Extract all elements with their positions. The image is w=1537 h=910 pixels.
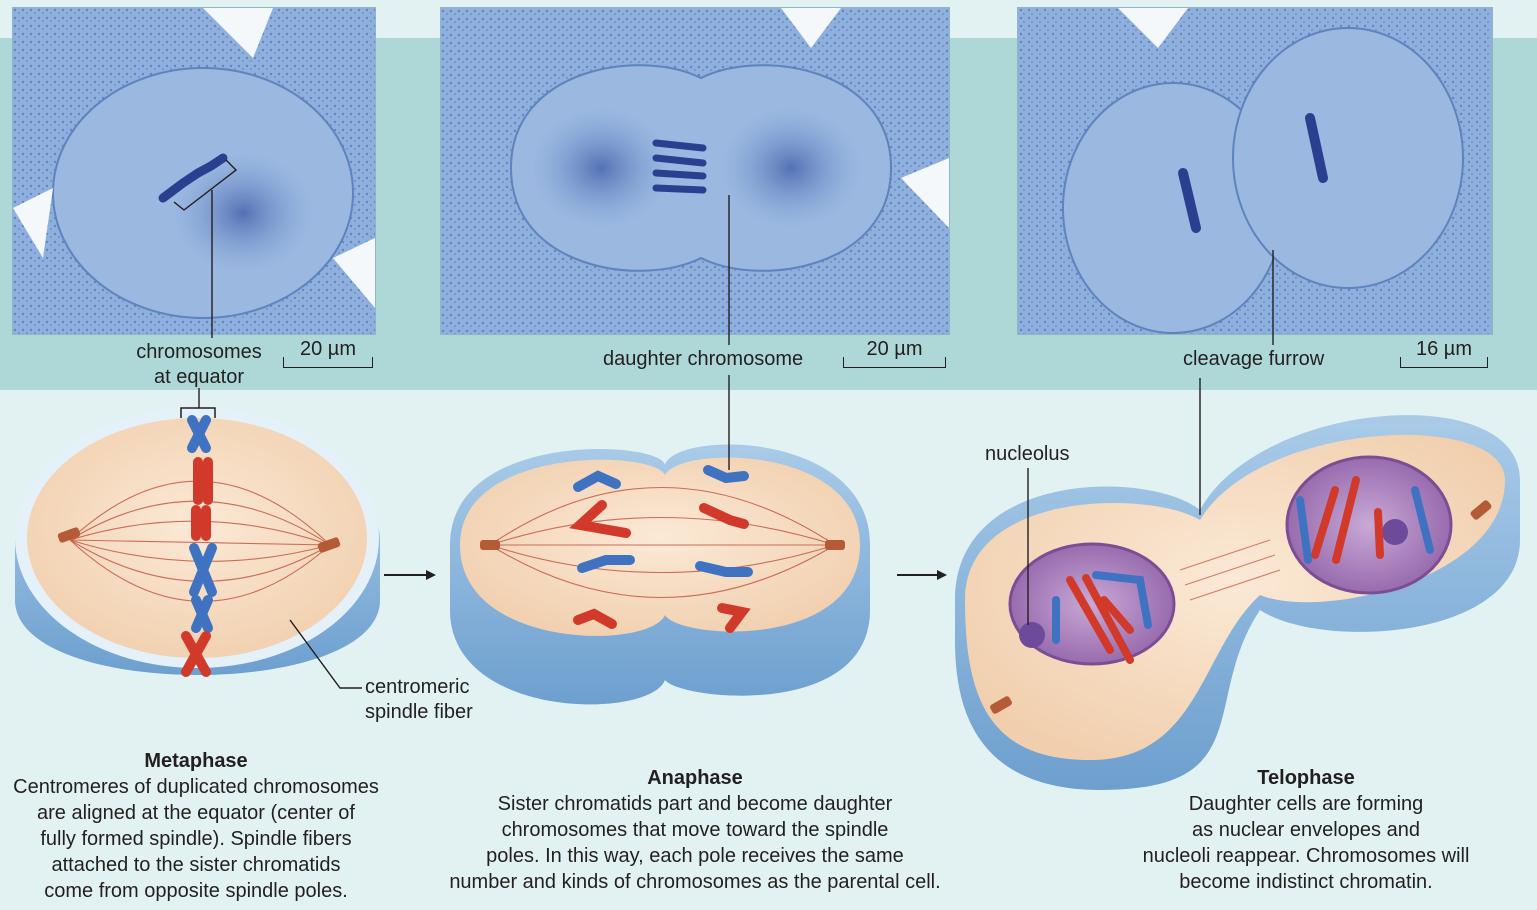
scale-bar-metaphase: 20 µm bbox=[283, 338, 373, 368]
label-nucleolus: nucleolus bbox=[985, 442, 1070, 467]
anaphase-micrograph bbox=[440, 7, 950, 335]
scale-bar-line bbox=[843, 357, 946, 368]
caption-telophase: Telophase Daughter cells are forming as … bbox=[1120, 765, 1492, 895]
caption-line: as nuclear envelopes and bbox=[1120, 817, 1492, 843]
scale-bar-line bbox=[1400, 357, 1488, 368]
label-line: centromeric bbox=[365, 675, 473, 700]
metaphase-micrograph bbox=[12, 7, 376, 335]
caption-line: Daughter cells are forming bbox=[1120, 791, 1492, 817]
caption-line: chromosomes that move toward the spindle bbox=[425, 817, 965, 843]
label-line: spindle fiber bbox=[365, 700, 473, 725]
scale-bar-telophase: 16 µm bbox=[1400, 338, 1488, 368]
telophase-micrograph bbox=[1017, 7, 1493, 335]
label-centromeric-spindle-fiber: centromeric spindle fiber bbox=[365, 675, 473, 725]
caption-line: come from opposite spindle poles. bbox=[0, 878, 392, 904]
scale-bar-anaphase: 20 µm bbox=[843, 338, 946, 368]
label-line: chromosomes bbox=[118, 340, 280, 365]
label-cleavage-furrow: cleavage furrow bbox=[1183, 347, 1324, 372]
caption-title: Anaphase bbox=[425, 765, 965, 791]
caption-anaphase: Anaphase Sister chromatids part and beco… bbox=[425, 765, 965, 895]
caption-line: fully formed spindle). Spindle fibers bbox=[0, 826, 392, 852]
label-chromosomes-at-equator: chromosomes at equator bbox=[118, 340, 280, 390]
caption-line: are aligned at the equator (center of bbox=[0, 800, 392, 826]
caption-line: Sister chromatids part and become daught… bbox=[425, 791, 965, 817]
caption-title: Telophase bbox=[1120, 765, 1492, 791]
caption-line: number and kinds of chromosomes as the p… bbox=[425, 869, 965, 895]
caption-title: Metaphase bbox=[0, 748, 392, 774]
label-line: at equator bbox=[118, 365, 280, 390]
caption-line: Centromeres of duplicated chromosomes bbox=[0, 774, 392, 800]
label-daughter-chromosome: daughter chromosome bbox=[603, 347, 803, 372]
caption-line: poles. In this way, each pole receives t… bbox=[425, 843, 965, 869]
caption-metaphase: Metaphase Centromeres of duplicated chro… bbox=[0, 748, 392, 904]
caption-line: nucleoli reappear. Chromosomes will bbox=[1120, 843, 1492, 869]
caption-line: become indistinct chromatin. bbox=[1120, 869, 1492, 895]
caption-line: attached to the sister chromatids bbox=[0, 852, 392, 878]
scale-bar-line bbox=[283, 357, 373, 368]
